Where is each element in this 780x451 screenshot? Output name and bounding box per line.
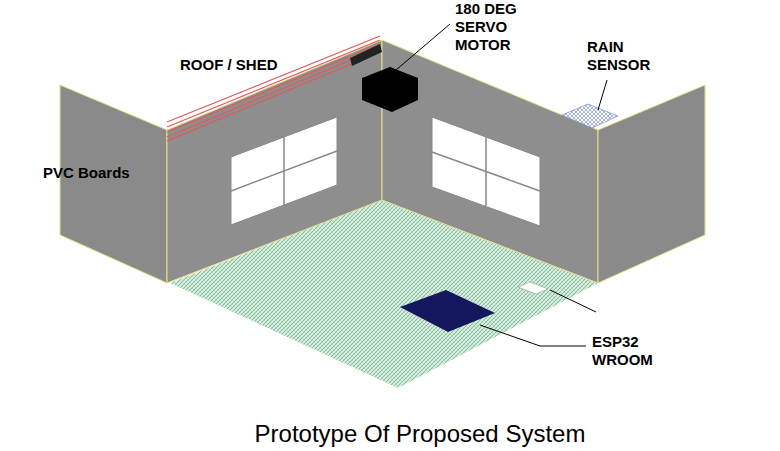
panel-label: PVC Boards [43,164,153,182]
back-wall [167,40,382,283]
sensor-label: RAIN SENSOR [587,38,667,74]
window [432,117,540,226]
servo-motor [362,67,418,112]
pvc-panel [60,85,167,283]
leader-lines [396,24,607,346]
back-wall [382,40,598,283]
window [231,117,337,225]
servo-label: 180 DEG SERVO MOTOR [455,0,535,54]
rain-sensor [562,104,618,128]
servo-horn [350,44,382,66]
roof-label: ROOF / SHED [180,56,320,74]
module [518,282,548,294]
caption: Prototype Of Proposed System [255,420,586,448]
roof-stripes [167,36,380,141]
board-label: ESP32 WROOM [592,333,672,369]
